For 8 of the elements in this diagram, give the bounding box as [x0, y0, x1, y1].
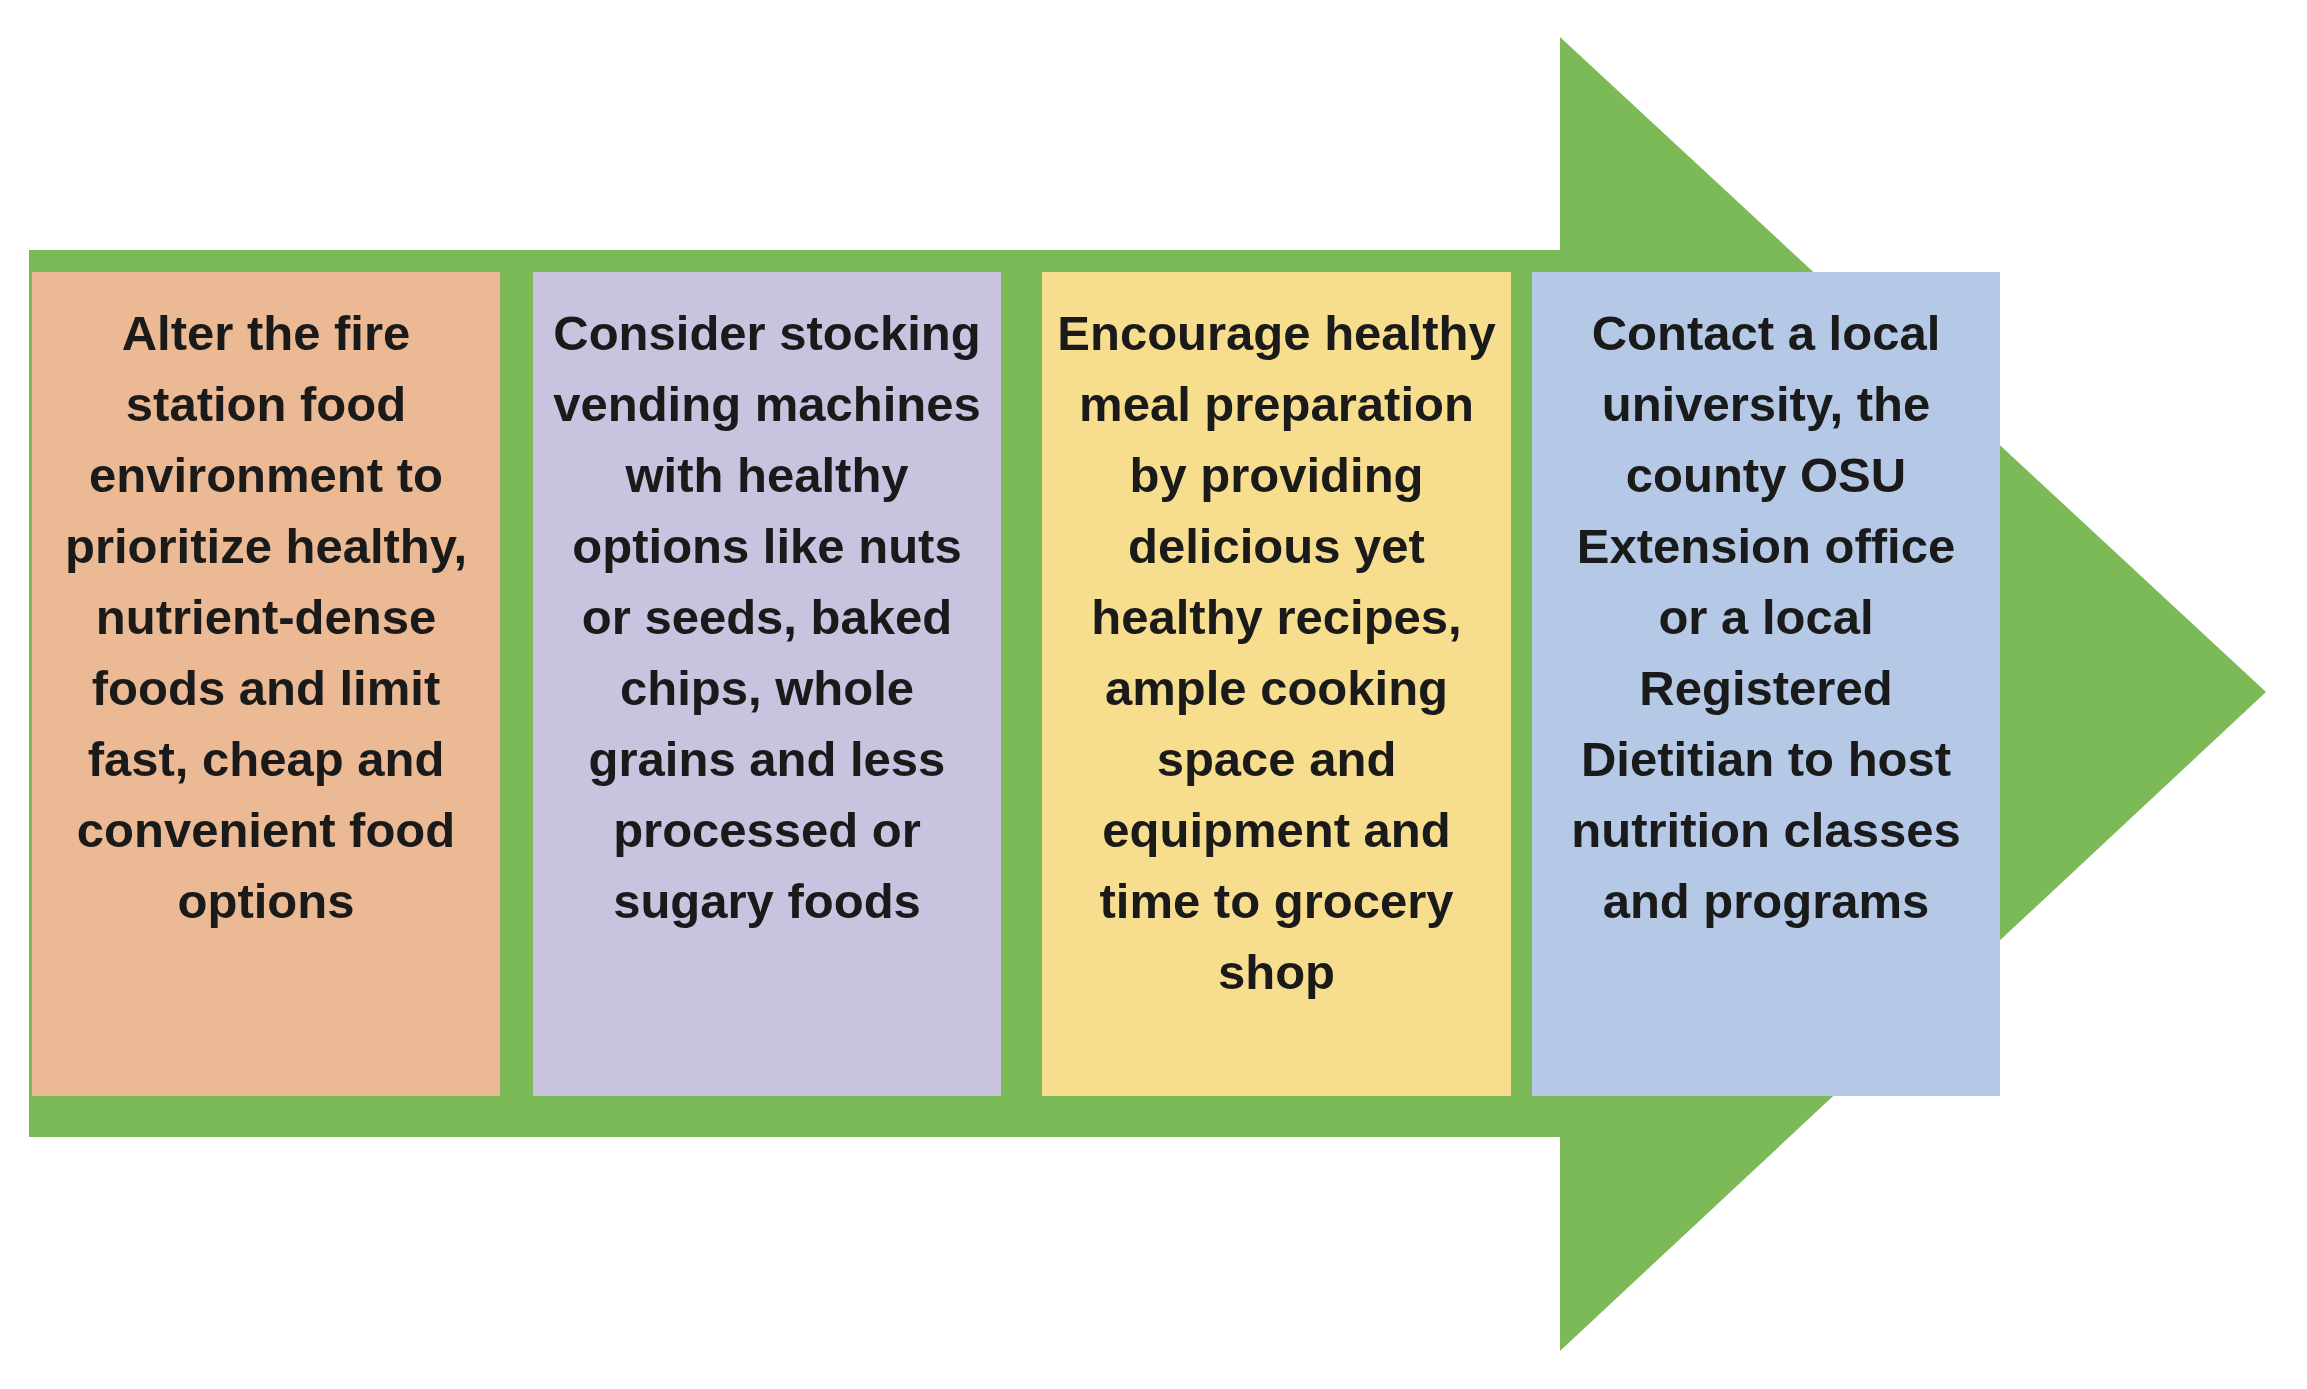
step-box [32, 272, 500, 1096]
step-text: Alter the fire station food environment to prioritize healthy, nutrient-dense foods and limit fast, cheap and convenient food options [63, 305, 469, 930]
step-text: Contact a local university, the county OSU Extension office or a local Registered Dietitian to host nutrition classes and programs [1570, 305, 1962, 930]
step-box [1532, 272, 2000, 1096]
step-text: Consider stocking vending machines with healthy options like nuts or seeds, baked chips, whole grains and less processed or sugary foods [552, 305, 982, 930]
step-box [1042, 272, 1511, 1096]
step-text: Encourage healthy meal preparation by providing delicious yet healthy recipes, ample cooking space and equipment and time to grocery shop [1056, 305, 1497, 1001]
step-box [533, 272, 1001, 1096]
